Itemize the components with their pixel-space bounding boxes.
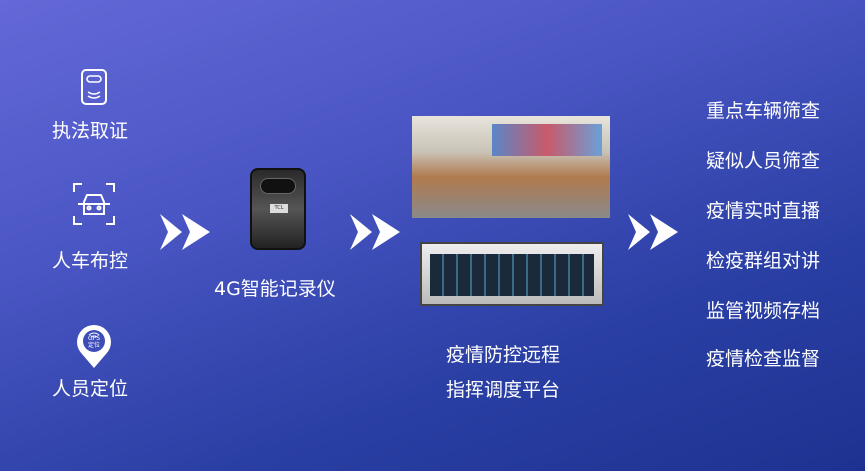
device-label: 4G智能记录仪 xyxy=(214,278,336,300)
platform-label-line2: 指挥调度平台 xyxy=(446,379,561,401)
chevron-arrow-icon xyxy=(350,214,400,250)
chevron-arrow-icon xyxy=(628,214,678,250)
chevron-arrow-icon xyxy=(160,214,210,250)
feature-item: 疫情实时直播 xyxy=(706,200,821,222)
command-center-image xyxy=(412,116,610,218)
feature-item: 检疫群组对讲 xyxy=(706,250,821,272)
feature-item: 监管视频存档 xyxy=(706,300,821,322)
left-item-label: 人车布控 xyxy=(52,250,129,272)
car-scan-icon xyxy=(72,182,116,226)
body-camera-device-image: TCL xyxy=(250,168,306,250)
feature-item: 疑似人员筛查 xyxy=(706,150,821,172)
feature-item: 重点车辆筛查 xyxy=(706,100,821,122)
gps-badge-text: GPS 定位 xyxy=(87,335,101,349)
left-item-label: 执法取证 xyxy=(52,120,129,142)
feature-item: 疫情检查监督 xyxy=(706,348,821,370)
left-item-label: 人员定位 xyxy=(52,378,129,400)
gps-pin-icon: GPS 定位 xyxy=(74,322,114,370)
body-camera-icon xyxy=(80,68,108,106)
platform-label-line1: 疫情防控远程 xyxy=(446,344,561,366)
device-brand: TCL xyxy=(270,204,288,213)
server-image xyxy=(420,242,604,306)
